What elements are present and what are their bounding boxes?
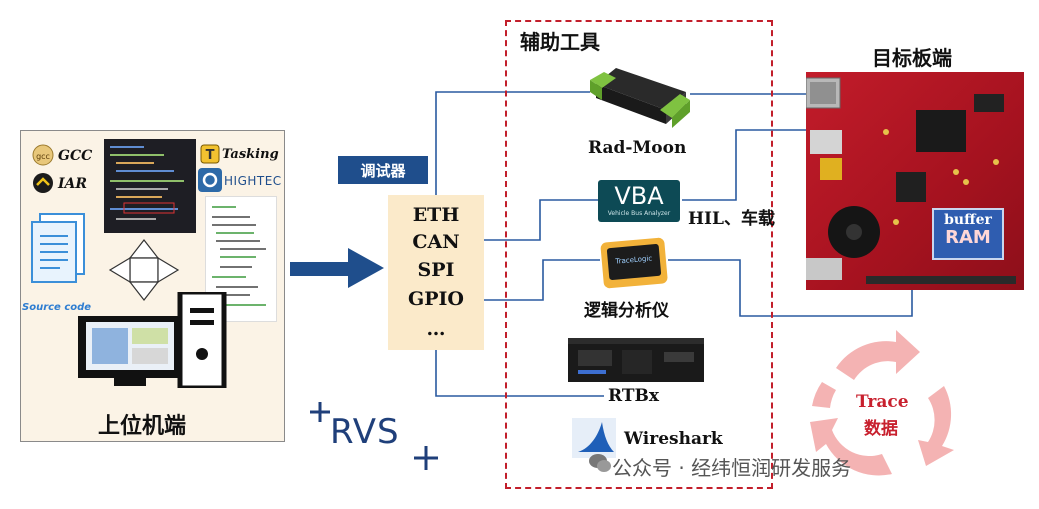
aux-tools-title: 辅助工具 — [520, 30, 600, 54]
svg-text:T: T — [206, 148, 215, 163]
trace-cycle — [796, 328, 976, 482]
rad-moon-device — [586, 62, 692, 136]
cube-net-icon — [108, 238, 180, 306]
rtbx-device — [568, 338, 704, 388]
line-can-vba — [484, 199, 598, 241]
tasking-logo: T — [200, 144, 220, 168]
line-logic-board — [668, 259, 913, 317]
vba-device: VBA Vehicle Bus Analyzer — [598, 180, 680, 222]
line-vba-board — [682, 129, 810, 201]
source-code-icon — [26, 212, 94, 306]
logic-analyzer-label: 逻辑分析仪 — [584, 301, 669, 321]
rtbx-label: RTBx — [608, 386, 659, 406]
interface-spi: SPI — [417, 259, 455, 281]
line-gpio-logic — [484, 259, 600, 301]
rvs-plus-icon — [310, 402, 438, 470]
interface-panel — [388, 195, 484, 350]
rvs-text: RVS — [330, 412, 400, 452]
ram-label: RAM — [945, 227, 991, 248]
wireshark-label: Wireshark — [624, 429, 723, 449]
watermark-text: 公众号 · 经纬恒润研发服务 — [612, 456, 852, 480]
line-ethernet — [435, 91, 590, 195]
line-rtbx — [435, 350, 604, 397]
code-lines-icon — [110, 146, 184, 220]
gcc-icon: gcc — [32, 144, 54, 166]
iar-icon — [33, 173, 53, 193]
vba-subtitle: Vehicle Bus Analyzer — [607, 210, 671, 217]
cycle-arrows-icon — [810, 330, 954, 476]
wechat-icon — [588, 452, 612, 478]
source-code-label: Source code — [22, 302, 92, 313]
computer-icon — [78, 289, 228, 392]
hightec-logo — [198, 168, 222, 196]
tasking-label: Tasking — [222, 147, 279, 162]
rad-moon-icon — [590, 68, 690, 128]
svg-text:gcc: gcc — [36, 152, 50, 161]
target-title: 目标板端 — [872, 46, 952, 70]
logic-analyzer-device: TraceLogic — [600, 234, 670, 294]
vba-logo-text: VBA — [614, 182, 664, 210]
rad-moon-label: Rad-Moon — [588, 138, 687, 158]
buffer-ram-tag: buffer RAM — [932, 208, 1004, 260]
logic-analyzer-icon: TraceLogic — [600, 237, 668, 289]
interface-eth: ETH — [412, 204, 460, 226]
iar-label: IAR — [58, 176, 88, 192]
tasking-icon: T — [200, 144, 220, 164]
document-stack-icon — [31, 213, 85, 283]
wireshark-fin-icon — [572, 418, 616, 458]
buffer-label: buffer — [944, 212, 992, 228]
svg-text:TraceLogic: TraceLogic — [614, 254, 653, 265]
hil-label: HIL、车载 — [688, 209, 775, 229]
trace-label-2: 数据 — [864, 419, 898, 439]
host-arrow — [290, 248, 384, 288]
interface-can: CAN — [412, 231, 460, 253]
ide-screenshot — [104, 139, 196, 233]
hightec-label: HIGHTEC — [224, 174, 282, 188]
gcc-label: GCC — [58, 148, 93, 164]
debugger-tag: 调试器 — [338, 156, 428, 184]
gcc-logo: gcc — [32, 144, 54, 170]
host-title: 上位机端 — [98, 413, 187, 439]
trace-label-1: Trace — [856, 392, 909, 412]
wireshark-logo — [572, 418, 616, 462]
rvs-logo — [308, 398, 444, 478]
interface-gpio: GPIO — [408, 288, 464, 310]
aux-tools-frame — [505, 20, 773, 489]
iar-logo — [32, 172, 54, 198]
interface-more: … — [426, 318, 446, 340]
hightec-icon — [198, 168, 222, 192]
rtbx-rack-icon — [568, 338, 704, 382]
